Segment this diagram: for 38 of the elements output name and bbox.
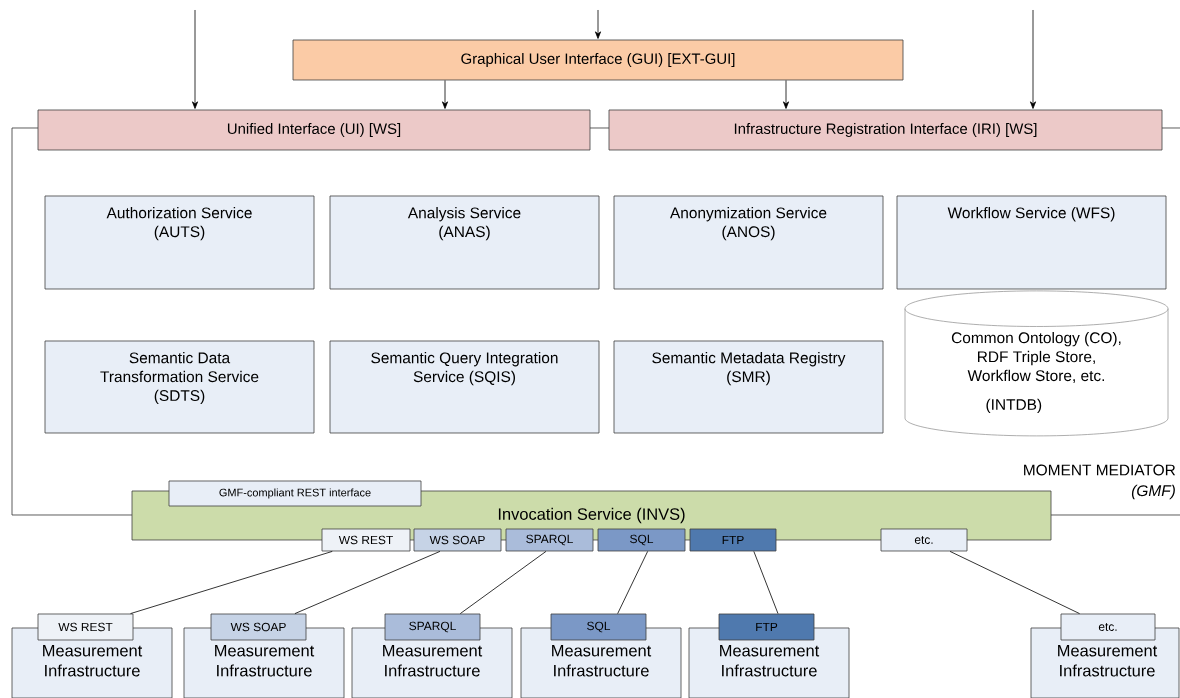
- interface-tab: WS SOAP: [210, 613, 307, 641]
- interface-tab: WS SOAP: [413, 528, 502, 552]
- service-box: Authorization Service (AUTS): [44, 195, 315, 290]
- interface-tab: SPARQL: [505, 528, 594, 552]
- service-box: Semantic Metadata Registry (SMR): [613, 340, 884, 434]
- arrow: [783, 80, 789, 109]
- interface-tab: WS REST: [321, 528, 411, 552]
- interface-tab: GMF-compliant REST interface: [168, 480, 422, 507]
- service-box: Semantic Data Transformation Service (SDTS): [44, 340, 315, 434]
- service-box: Analysis Service (ANAS): [329, 195, 600, 290]
- interface-tab: etc.: [1060, 613, 1156, 641]
- node-label: Measurement Infrastructure: [1058, 644, 1158, 677]
- interface-box: Unified Interface (UI) [WS]: [37, 109, 591, 151]
- interface-box: Graphical User Interface (GUI) [EXT-GUI]: [292, 39, 904, 81]
- service-box: Semantic Query Integration Service (SQIS): [329, 340, 600, 434]
- interface-box: Infrastructure Registration Interface (IRI) [WS]: [608, 109, 1163, 151]
- connector-line: [753, 551, 779, 614]
- connector-line: [617, 551, 649, 614]
- interface-tab: SQL: [597, 528, 686, 552]
- interface-tab: FTP: [718, 613, 815, 641]
- service-box: Anonymization Service (ANOS): [613, 195, 884, 290]
- interface-tab: SQL: [550, 613, 647, 641]
- arrow: [192, 9, 198, 109]
- connector-line: [130, 551, 333, 614]
- database-cylinder: Common Ontology (CO), RDF Triple Store, Workflow Store, etc. (INTDB): [904, 290, 1169, 437]
- service-box: Workflow Service (WFS): [896, 195, 1167, 290]
- framework-label: (GMF): [1131, 484, 1175, 500]
- interface-tab: WS REST: [37, 613, 134, 641]
- arrow: [442, 80, 448, 109]
- connector-line: [294, 551, 441, 614]
- connector-line: [459, 551, 547, 614]
- interface-tab: etc.: [880, 528, 968, 552]
- arrow: [1030, 9, 1036, 109]
- mediator-label: MOMENT MEDIATOR: [1024, 464, 1176, 476]
- arrow: [595, 9, 601, 39]
- interface-tab: FTP: [689, 528, 777, 552]
- connector-line: [949, 551, 1080, 614]
- interface-tab: SPARQL: [384, 613, 481, 641]
